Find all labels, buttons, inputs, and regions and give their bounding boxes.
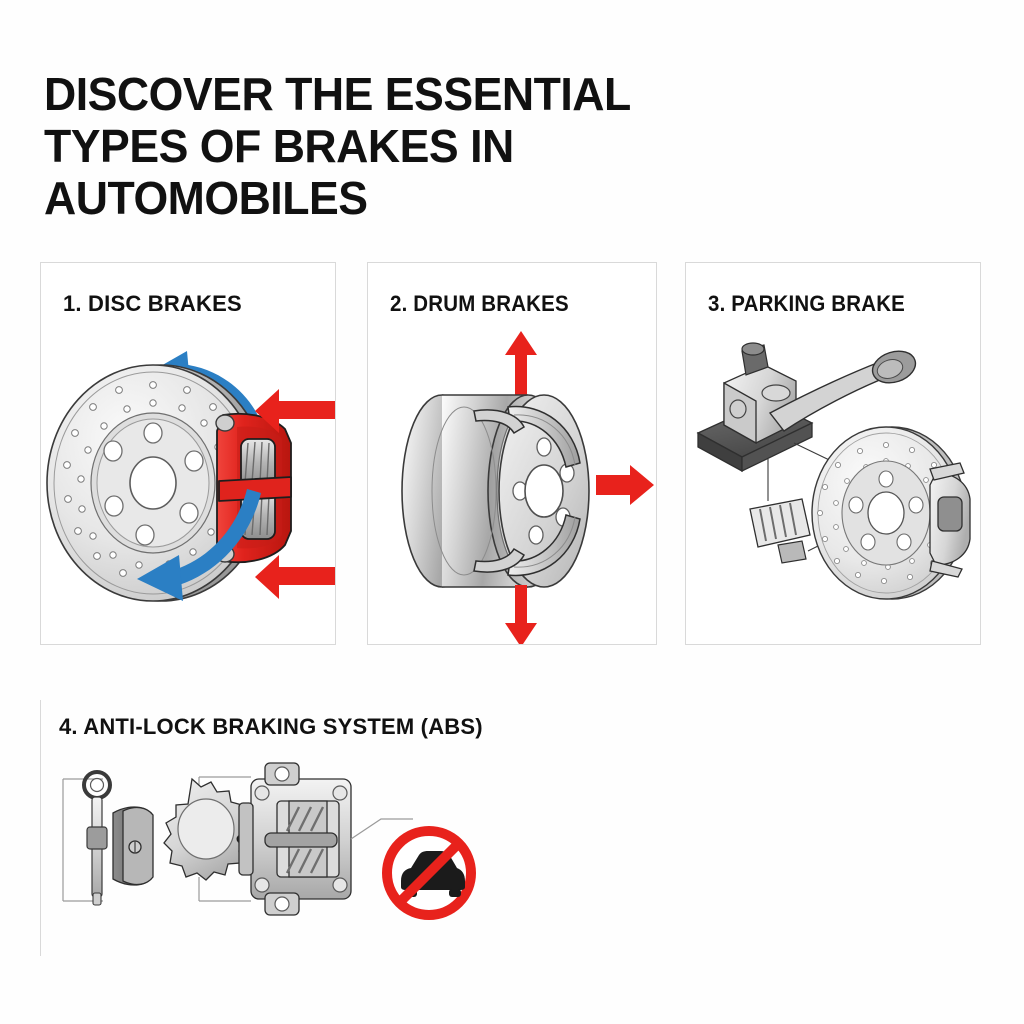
card-title-parking-brake: 3. PARKING BRAKE	[708, 291, 906, 316]
abs-sensor-head	[112, 806, 154, 886]
brake-caliper	[215, 412, 292, 564]
card-parking-brake[interactable]: 3. PARKING BRAKE	[685, 262, 981, 645]
lug-holes	[103, 422, 204, 546]
page-title-line-3: AUTOMOBILES	[44, 172, 368, 224]
card-title-disc-brakes: 1. DISC BRAKES	[63, 291, 242, 316]
parking-caliper	[929, 462, 971, 578]
card-disc-brakes[interactable]: 1. DISC BRAKES	[40, 262, 336, 645]
page-title-line-1: DISCOVER THE ESSENTIAL	[44, 68, 631, 120]
force-arrow-right	[596, 465, 654, 505]
abs-sign-leader-line	[350, 818, 413, 840]
force-arrow-down	[505, 585, 537, 644]
drum-hub-bore	[524, 464, 564, 518]
page-title-line-2: TYPES OF BRAKES IN	[44, 120, 514, 172]
illustration-abs	[51, 755, 531, 945]
no-car-icon	[382, 826, 476, 920]
illustration-parking-brake	[686, 323, 980, 643]
wheel-speed-sensor	[82, 770, 112, 906]
brake-pedal	[749, 498, 811, 564]
illustration-drum-brake	[368, 323, 656, 644]
force-arrow-bottom	[255, 555, 335, 599]
force-arrow-top	[255, 389, 335, 433]
force-arrow-up	[505, 331, 537, 397]
illustration-disc-brake	[41, 323, 335, 643]
card-title-drum-brakes: 2. DRUM BRAKES	[390, 291, 569, 316]
page-title: DISCOVER THE ESSENTIAL TYPES OF BRAKES I…	[44, 68, 665, 224]
card-drum-brakes[interactable]: 2. DRUM BRAKES	[367, 262, 657, 645]
rotation-arrow-bottom	[137, 489, 261, 601]
abs-hydraulic-modulator	[238, 762, 352, 916]
brake-shoes	[473, 405, 581, 577]
hub-bore	[129, 456, 177, 510]
panel-abs[interactable]: 4. ANTI-LOCK BRAKING SYSTEM (ABS)	[40, 700, 980, 956]
abs-tone-ring	[163, 777, 250, 881]
card-title-abs: 4. ANTI-LOCK BRAKING SYSTEM (ABS)	[59, 714, 483, 739]
